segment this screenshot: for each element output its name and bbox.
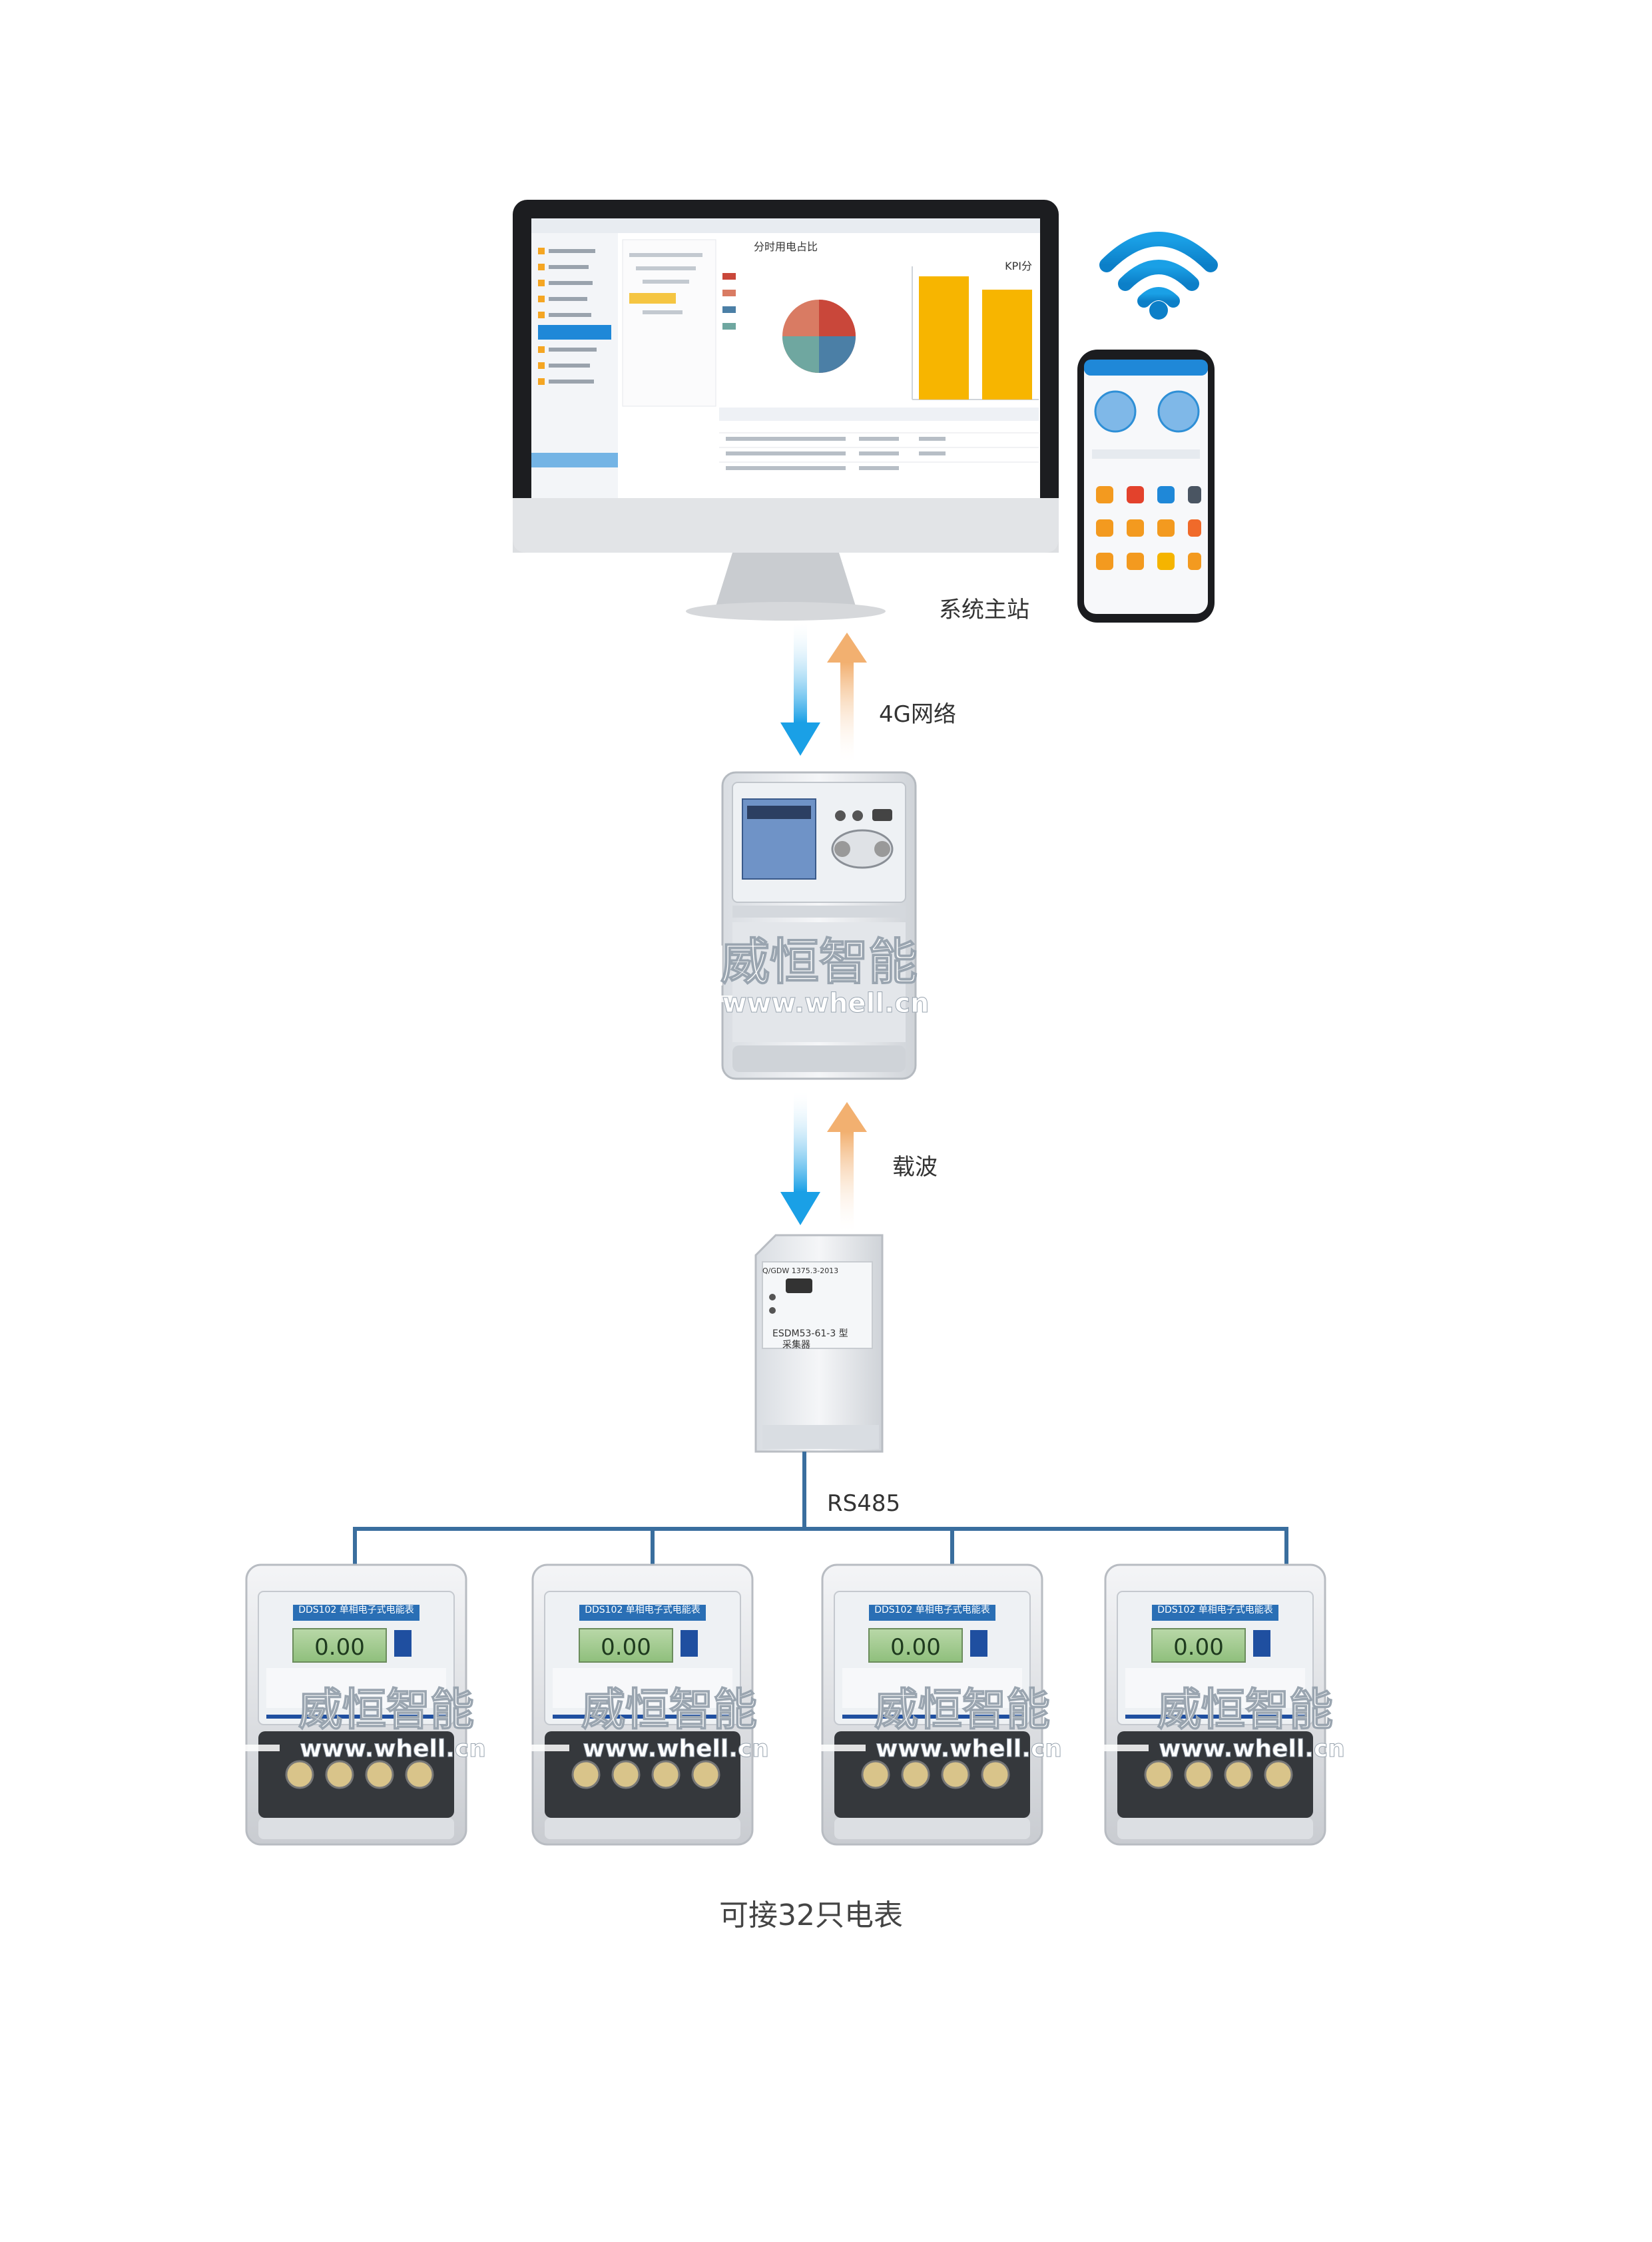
arrow-up-carrier — [827, 1102, 867, 1232]
watermark-brand-5: 威恒智能 — [1157, 1684, 1333, 1735]
watermark-logo-meters — [210, 1681, 1149, 1751]
collector-standard: Q/GDW 1375.3-2013 — [762, 1266, 838, 1275]
arrow-down-4g — [780, 623, 820, 756]
watermark-url-4: www.whell.cn — [876, 1735, 1062, 1763]
meter-reading-4: 0.00 — [1173, 1634, 1224, 1661]
meter-reading-1: 0.00 — [314, 1634, 365, 1661]
label-carrier: 载波 — [892, 1154, 938, 1181]
label-master-station: 系统主站 — [939, 597, 1029, 623]
label-rs485: RS485 — [827, 1490, 901, 1517]
meter-title-2: DDS102 单相电子式电能表 — [585, 1605, 700, 1615]
watermark-brand-1: 威恒智能 — [720, 934, 918, 991]
watermark-brand-3: 威恒智能 — [581, 1684, 757, 1735]
watermark-url-5: www.whell.cn — [1159, 1735, 1345, 1763]
meter-title-1: DDS102 单相电子式电能表 — [298, 1605, 414, 1615]
meter-reading-3: 0.00 — [890, 1634, 941, 1661]
collector-device — [754, 1234, 884, 1453]
label-4g-network: 4G网络 — [879, 701, 956, 728]
watermark-url-3: www.whell.cn — [583, 1735, 769, 1763]
rs485-bus — [353, 1452, 1288, 1571]
watermark-logo-concentrator — [663, 929, 732, 1002]
collector-model: ESDM53-61-3 型 — [772, 1328, 848, 1339]
master-station-monitor — [513, 200, 1059, 621]
wifi-icon — [1099, 232, 1218, 308]
watermark-url-2: www.whell.cn — [300, 1735, 486, 1763]
watermark-brand-2: 威恒智能 — [298, 1684, 474, 1735]
monitor-kpi-label: KPI分 — [1005, 260, 1032, 272]
meter-reading-2: 0.00 — [601, 1634, 651, 1661]
mobile-phone — [1077, 350, 1215, 623]
collector-name: 采集器 — [782, 1339, 810, 1350]
meter-title-4: DDS102 单相电子式电能表 — [1157, 1605, 1273, 1615]
arrow-down-carrier — [780, 1092, 820, 1225]
monitor-chart-title: 分时用电占比 — [754, 240, 818, 253]
watermark-brand-4: 威恒智能 — [874, 1684, 1050, 1735]
concentrator-device — [721, 771, 917, 1080]
label-meters-caption: 可接32只电表 — [719, 1898, 903, 1932]
meter-title-3: DDS102 单相电子式电能表 — [874, 1605, 990, 1615]
arrow-up-4g — [827, 633, 867, 762]
watermark-url-1: www.whell.cn — [722, 988, 930, 1019]
